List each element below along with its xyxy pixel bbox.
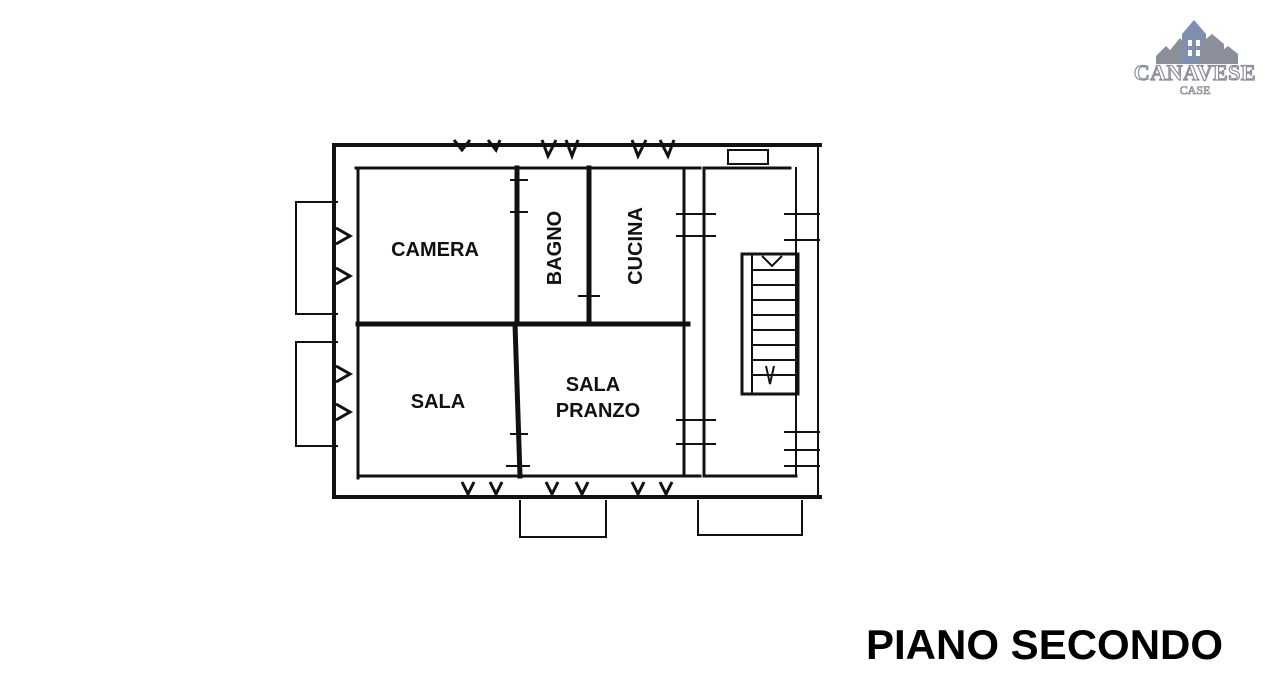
- staircase: [740, 252, 800, 396]
- room-label-camera: CAMERA: [391, 239, 479, 261]
- houses-icon: [1156, 20, 1238, 64]
- logo-sub: CASE: [1180, 83, 1211, 97]
- room-label-sala-pranzo-line1: SALA: [566, 374, 620, 396]
- room-label-sala: SALA: [411, 391, 465, 413]
- walls: [332, 143, 822, 499]
- balconies: [295, 201, 803, 538]
- openings: [335, 139, 769, 498]
- canavese-case-logo: CANAVESE CASE: [1133, 20, 1256, 97]
- room-label-bagno: BAGNO: [544, 211, 566, 285]
- room-label-sala-pranzo-line2: PRANZO: [556, 400, 640, 422]
- wall-markers: [506, 179, 820, 467]
- room-label-cucina: CUCINA: [625, 207, 647, 285]
- floor-title: PIANO SECONDO: [866, 621, 1224, 668]
- logo-brand: CANAVESE: [1134, 60, 1256, 85]
